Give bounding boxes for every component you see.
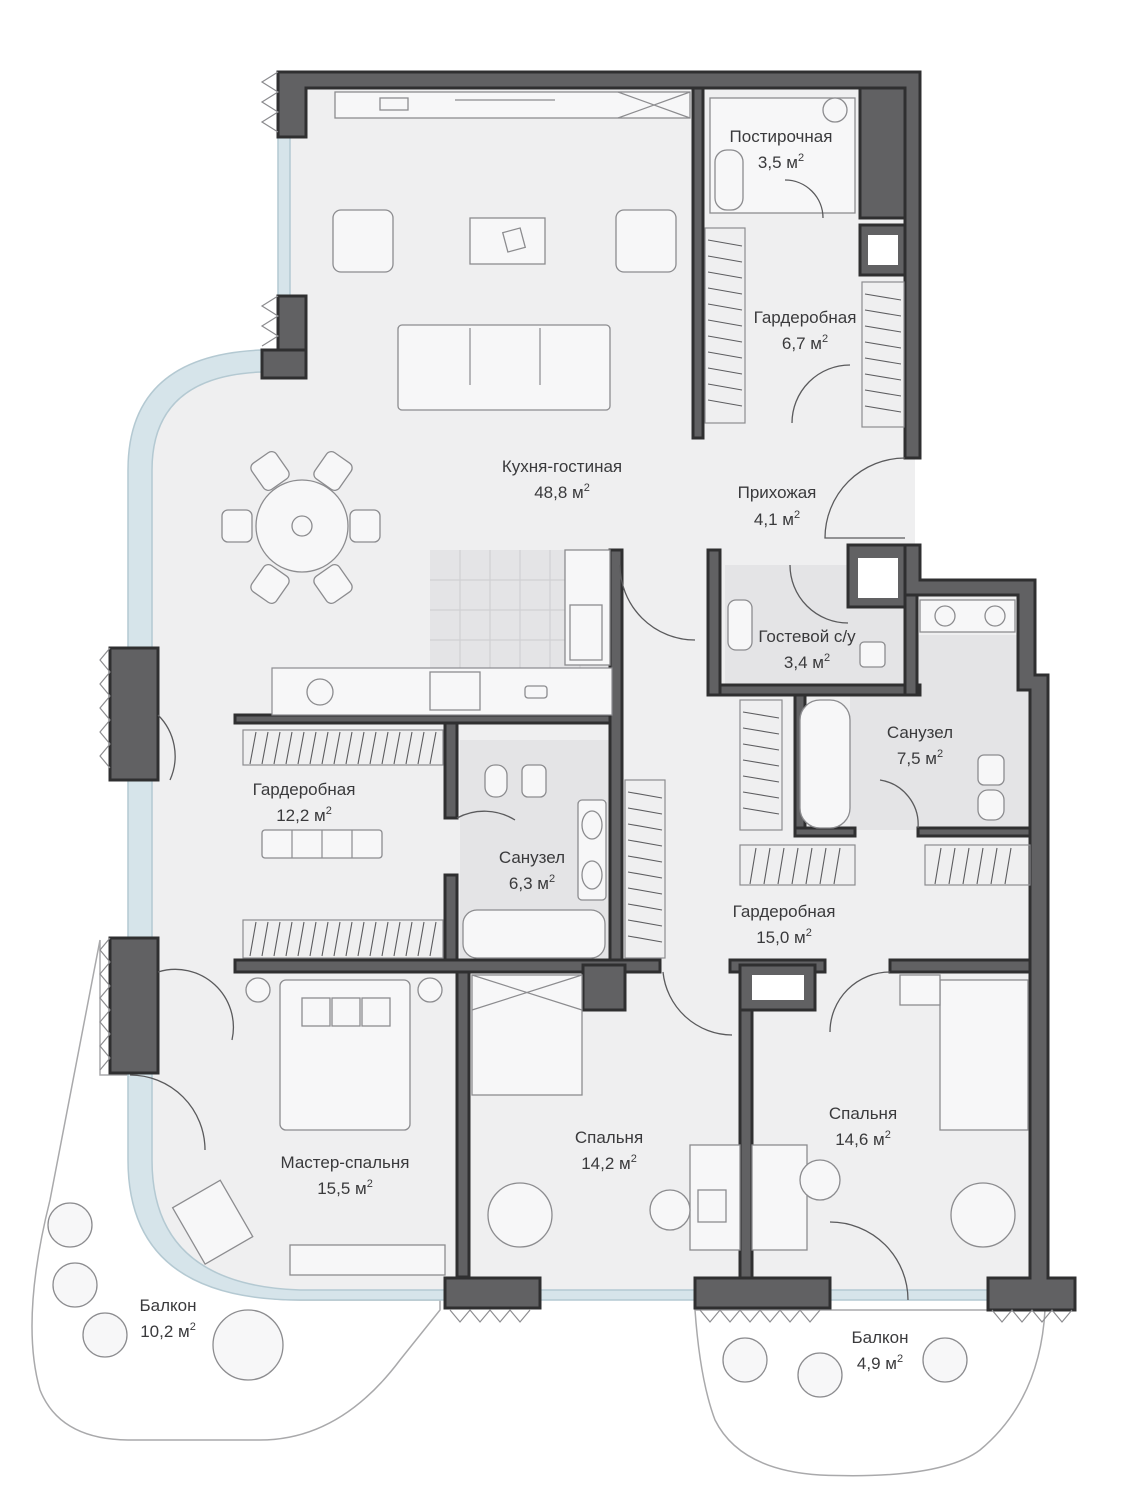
room-area-bedroom-middle: 14,2 м2 [581, 1153, 637, 1173]
room-name-balcony-left: Балкон [139, 1296, 196, 1315]
room-name-bedroom-middle: Спальня [575, 1128, 643, 1147]
room-area-wardrobe-master: 12,2 м2 [276, 805, 332, 825]
room-area-laundry: 3,5 м2 [758, 152, 804, 172]
room-labels: Кухня-гостиная 48,8 м2 Постирочная 3,5 м… [139, 127, 953, 1373]
room-area-wardrobe-entry: 6,7 м2 [782, 333, 828, 353]
room-area-bathroom-right: 7,5 м2 [897, 748, 943, 768]
room-area-balcony-left: 10,2 м2 [140, 1321, 196, 1341]
room-name-kitchen-living: Кухня-гостиная [502, 457, 622, 476]
room-area-hallway: 4,1 м2 [754, 509, 800, 529]
facade-serration [99, 71, 1073, 1323]
room-area-bedroom-right: 14,6 м2 [835, 1129, 891, 1149]
room-name-bathroom-right: Санузел [887, 723, 953, 742]
room-name-bedroom-right: Спальня [829, 1104, 897, 1123]
pillar-hollow [858, 558, 898, 598]
room-area-kitchen-living: 48,8 м2 [534, 482, 590, 502]
room-name-wardrobe-entry: Гардеробная [754, 308, 857, 327]
room-area-master-bedroom: 15,5 м2 [317, 1178, 373, 1198]
room-area-wardrobe-center: 15,0 м2 [756, 927, 812, 947]
window-glazing-top-left [277, 134, 291, 301]
pillar-hollow [868, 235, 898, 265]
room-name-bathroom-master: Санузел [499, 848, 565, 867]
room-area-balcony-right: 4,9 м2 [857, 1353, 903, 1373]
room-name-wardrobe-center: Гардеробная [733, 902, 836, 921]
room-name-laundry: Постирочная [730, 127, 833, 146]
window-glazing-bottom-right [539, 1289, 696, 1301]
wardrobe-hatches [242, 227, 1031, 959]
pillar-hollow [752, 975, 804, 1000]
furniture [47, 91, 1029, 1398]
room-area-guest-wc: 3,4 м2 [784, 652, 830, 672]
room-name-wardrobe-master: Гардеробная [253, 780, 356, 799]
room-name-guest-wc: Гостевой с/у [758, 627, 856, 646]
window-glazing-bottom-far-right [829, 1289, 991, 1301]
room-name-hallway: Прихожая [738, 483, 817, 502]
window-glazing-left [127, 349, 446, 1301]
room-name-master-bedroom: Мастер-спальня [280, 1153, 409, 1172]
room-area-bathroom-master: 6,3 м2 [509, 873, 555, 893]
door-swings [129, 179, 919, 1301]
room-name-balcony-right: Балкон [851, 1328, 908, 1347]
